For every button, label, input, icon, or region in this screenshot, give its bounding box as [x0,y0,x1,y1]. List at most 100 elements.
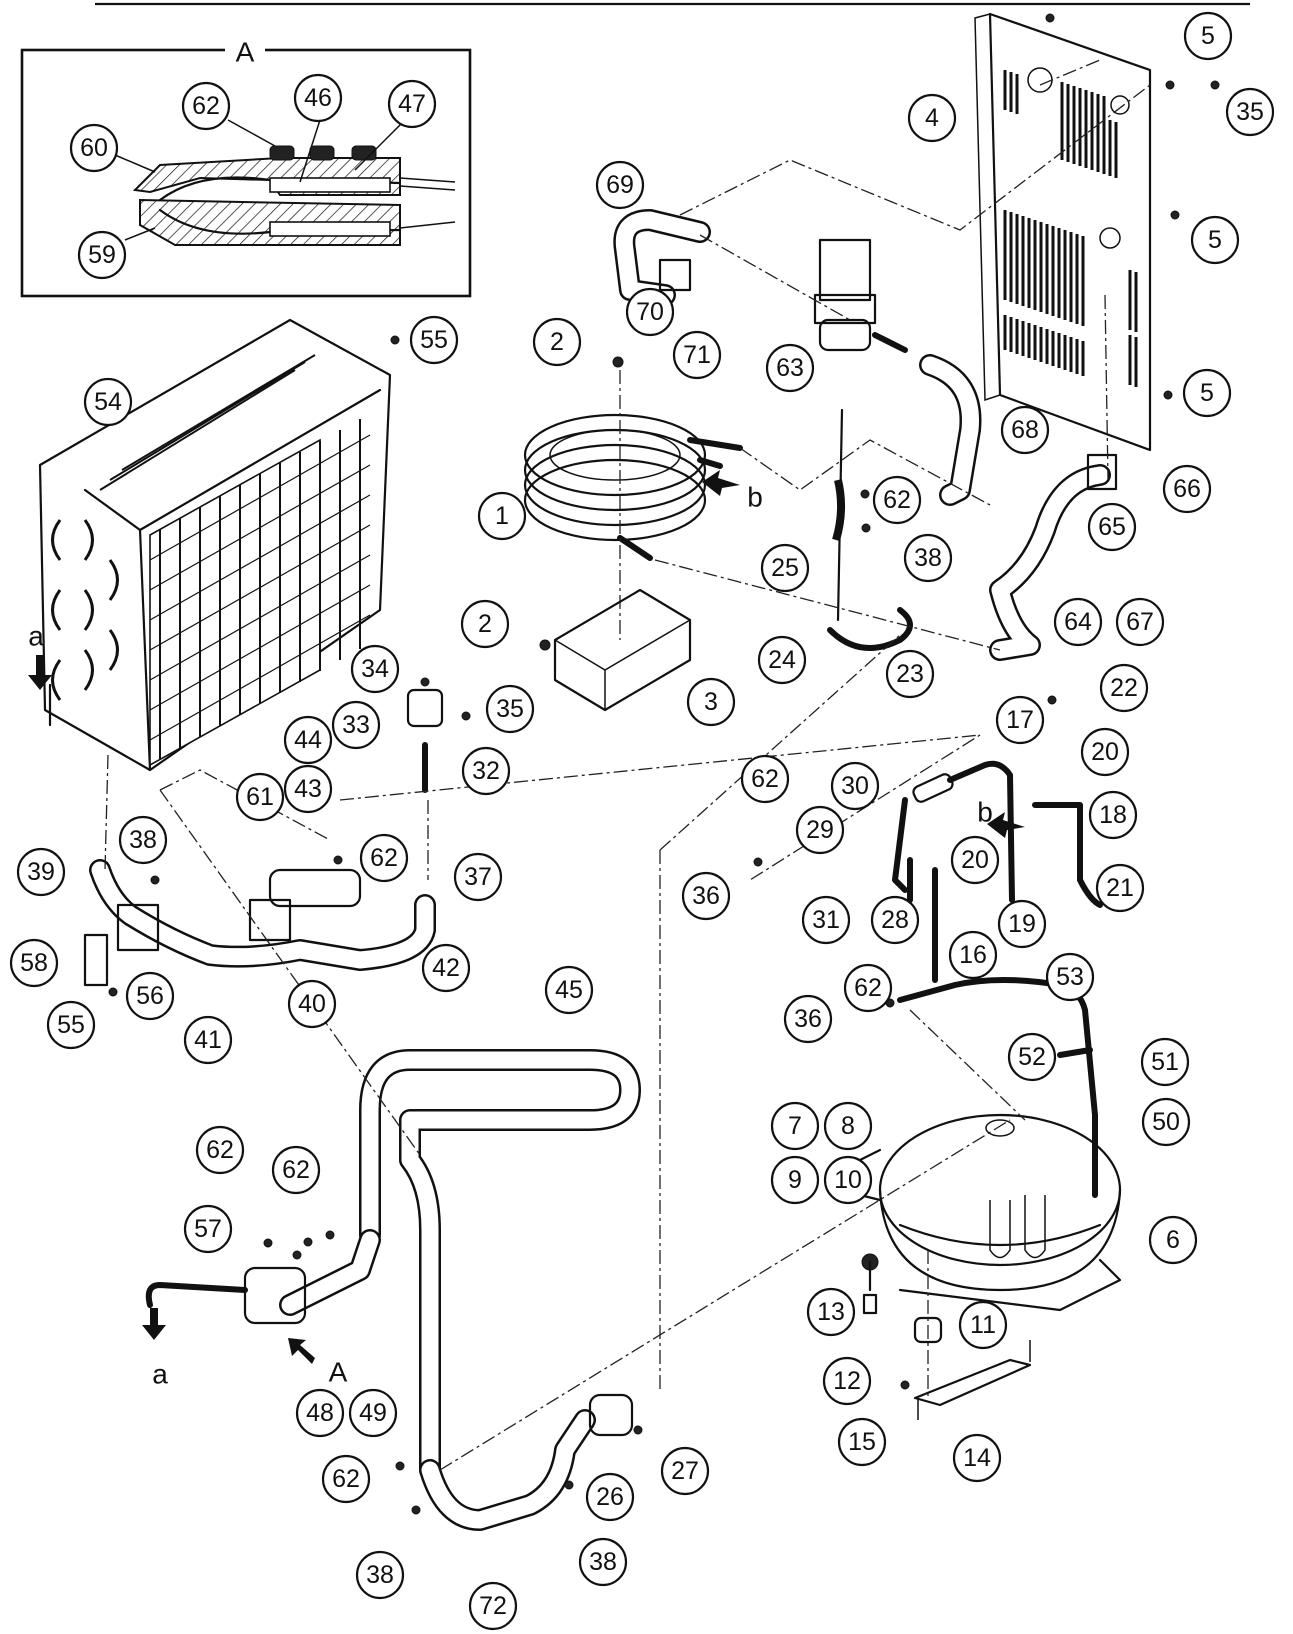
callout-38: 38 [903,533,953,583]
callout-19: 19 [997,899,1047,949]
callout-number: 41 [194,1026,222,1054]
callout-circle [1190,215,1240,265]
callout-circle [1000,405,1050,455]
svg-text:47: 47 [398,90,426,118]
callout-62: 62 [321,1454,371,1504]
callout-5: 5 [1182,368,1232,418]
callout-circle [355,1550,405,1600]
callout-number: 62 [206,1136,234,1164]
callout-55: 55 [409,315,459,365]
callout-36: 36 [681,871,731,921]
view-marker-b-coil: b [747,482,763,513]
callout-number: 72 [479,1592,507,1620]
callout-36: 36 [783,994,833,1044]
callout-number: 9 [788,1166,802,1194]
callout-70: 70 [625,287,675,337]
callout-number: 36 [794,1005,822,1033]
callout-circle [1088,790,1138,840]
callout-20: 20 [1080,727,1130,777]
callout-23: 23 [885,649,935,699]
callout-12: 12 [822,1356,872,1406]
callout-circle [995,695,1045,745]
callout-34: 34 [350,644,400,694]
callout-circle [1141,1097,1191,1147]
rear-panel [974,12,1152,452]
callout-number: 5 [1201,22,1215,50]
callout-circle [578,1537,628,1587]
callout-number: 48 [306,1399,334,1427]
callout-50: 50 [1141,1097,1191,1147]
callout-circle [948,930,998,980]
callout-69: 69 [595,160,645,210]
callout-38: 38 [578,1537,628,1587]
callout-number: 62 [332,1465,360,1493]
mounting-hardware [861,1250,943,1400]
callout-number: 70 [636,298,664,326]
callout-circle [295,1388,345,1438]
callout-circle [468,1581,518,1631]
callout-circle [283,715,333,765]
callout-circle [118,815,168,865]
callout-68: 68 [1000,405,1050,455]
callout-number: 56 [136,982,164,1010]
callout-31: 31 [801,895,851,945]
callout-number: 52 [1018,1043,1046,1071]
callout-circle [950,835,1000,885]
callout-circle [672,330,722,380]
inset-title: A [236,37,255,68]
callout-circle [843,963,893,1013]
callout-circle [595,160,645,210]
callout-number: 51 [1151,1048,1179,1076]
callout-circle [46,1000,96,1050]
callout-66: 66 [1162,464,1212,514]
callout-circle [348,1388,398,1438]
callout-circle [1080,727,1130,777]
callout-circle [837,1417,887,1467]
callout-67: 67 [1115,597,1165,647]
inset-callout-46: 46 [293,73,343,123]
view-marker-A: A [329,1357,348,1388]
view-marker-a-bottom: a [152,1359,168,1390]
callout-number: 63 [776,354,804,382]
callout-32: 32 [461,746,511,796]
callout-circle [686,677,736,727]
callout-number: 42 [432,954,460,982]
callout-number: 62 [751,765,779,793]
callout-71: 71 [672,330,722,380]
callout-number: 17 [1006,706,1034,734]
callout-1: 1 [477,491,527,541]
callout-number: 5 [1208,226,1222,254]
callout-48: 48 [295,1388,345,1438]
callout-circle [823,1155,873,1205]
callout-circle [532,317,582,367]
callout-circle [1225,87,1275,137]
callout-11: 11 [958,1300,1008,1350]
callout-number: 43 [294,775,322,803]
callout-number: 2 [550,328,564,356]
evaporator-outlet [145,1266,307,1325]
callout-number: 34 [361,655,389,683]
callout-30: 30 [830,761,880,811]
callout-circle [830,761,880,811]
callout-number: 69 [606,171,634,199]
drier-and-tubes [892,760,1103,983]
callout-number: 20 [1091,738,1119,766]
callout-circle [477,491,527,541]
callout-circle [283,764,333,814]
callout-circle [350,644,400,694]
callout-29: 29 [795,805,845,855]
callout-circle [760,543,810,593]
callout-4: 4 [907,93,957,143]
callout-number: 71 [683,341,711,369]
callout-circle [903,533,953,583]
callout-20: 20 [950,835,1000,885]
coil-bracket [553,588,692,712]
callout-number: 3 [704,688,718,716]
callout-35: 35 [485,684,535,734]
callout-number: 31 [812,906,840,934]
view-marker-a-top: a [28,621,44,652]
callout-number: 37 [464,863,492,891]
callout-number: 24 [768,646,796,674]
callout-49: 49 [348,1388,398,1438]
callout-circle [421,943,471,993]
